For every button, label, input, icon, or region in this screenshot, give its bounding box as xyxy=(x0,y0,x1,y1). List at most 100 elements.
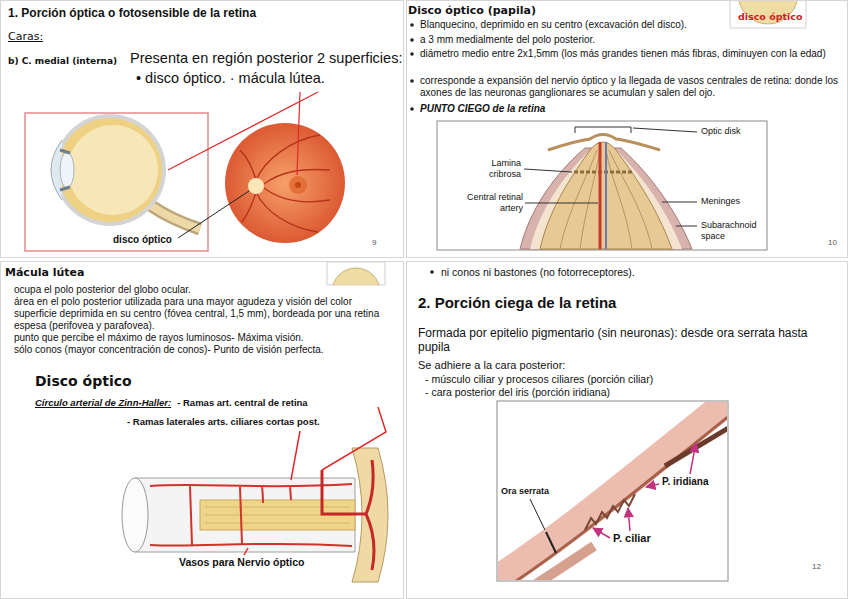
optic-nerve-section-illustration xyxy=(520,135,692,250)
bullet xyxy=(410,38,414,42)
eye-illustration xyxy=(58,118,162,222)
pointer-arrow xyxy=(628,508,630,531)
leader-line xyxy=(662,202,697,203)
leader-line xyxy=(530,499,556,553)
bullet xyxy=(410,52,414,56)
body-text: sólo conos (mayor concentración de conos… xyxy=(14,344,324,356)
optic-nerve-section-illustration xyxy=(574,171,634,174)
slide-heading: Disco óptico xyxy=(35,373,132,390)
figure-label: - Ramas laterales arts. ciliares cortas … xyxy=(127,416,320,427)
eye-illustration xyxy=(51,114,200,229)
body-text: - cara posterior del iris (porción iridi… xyxy=(425,386,610,399)
fundus-illustration xyxy=(225,123,345,243)
leader-line xyxy=(168,92,318,238)
page-number: 9 xyxy=(372,238,376,248)
leader-line xyxy=(291,431,300,480)
inset-thumbnail xyxy=(327,262,385,316)
slide-heading: Disco óptico (papila) xyxy=(408,4,536,17)
bullet-text: a 3 mm medialmente del polo posterior. xyxy=(420,34,595,46)
bullet-text: diámetro medio entre 2x1,5mm (los más gr… xyxy=(420,48,840,60)
eye-illustration xyxy=(60,150,70,190)
pointer-arrow xyxy=(593,528,610,538)
inset-thumbnail xyxy=(332,268,380,285)
emphasis-text: PUNTO CIEGO de la retina xyxy=(420,103,545,115)
optic-nerve-vessels-illustration xyxy=(322,460,374,570)
retina-section-illustration xyxy=(498,412,727,580)
leader-line xyxy=(575,127,631,133)
eye-illustration xyxy=(68,125,158,215)
figure-label: Optic disk xyxy=(700,126,742,137)
pointer-arrow xyxy=(646,484,659,487)
fundus-illustration xyxy=(295,182,301,188)
bullet xyxy=(410,79,414,83)
slide-title: 1. Porción óptica o fotosensible de la r… xyxy=(8,6,256,20)
leader-line xyxy=(244,407,386,555)
retina-section-illustration xyxy=(585,494,635,530)
body-text: punto que percibe el máximo de rayos lum… xyxy=(14,332,304,344)
inset-thumbnail xyxy=(730,0,806,28)
section-label: Caras: xyxy=(8,30,43,43)
figure-label: disco óptico xyxy=(112,234,173,246)
bullet-text: Blanquecino, deprimido en su centro (exc… xyxy=(420,19,687,31)
bullet xyxy=(410,23,434,274)
section-title: 2. Porción ciega de la retina xyxy=(418,294,616,312)
eye-illustration xyxy=(150,205,200,229)
figure-frame xyxy=(437,121,767,250)
body-text: • disco óptico. · mácula lútea. xyxy=(136,70,325,87)
fundus-illustration xyxy=(248,178,264,194)
page-number: 12 xyxy=(812,562,821,572)
optic-nerve-vessels-illustration xyxy=(122,448,388,582)
leader-line xyxy=(530,499,545,530)
optic-nerve-section-illustration xyxy=(540,142,672,249)
pointer-arrow xyxy=(593,443,696,538)
slide-heading: Mácula lútea xyxy=(5,266,85,279)
retina-section-illustration xyxy=(498,402,727,580)
pointer-arrow xyxy=(690,443,696,474)
body-text: superficie deprimida en su centro (fóvea… xyxy=(14,308,402,332)
body-text: Se adhiere a la cara posterior: xyxy=(418,359,565,372)
optic-nerve-vessels-illustration xyxy=(122,478,148,552)
bullet-text: corresponde a expansión del nervio óptic… xyxy=(420,75,840,99)
leader-line xyxy=(322,407,386,470)
figure-frame xyxy=(25,113,208,251)
leader-line xyxy=(524,127,697,226)
slide-panel: 1. Porción óptica o fotosensible de la r… xyxy=(0,0,404,258)
leader-line xyxy=(633,128,697,132)
bullet xyxy=(410,107,414,111)
figure-label: P. ciliar xyxy=(612,532,652,545)
bullet-text: ni conos ni bastones (no fotorreceptores… xyxy=(441,266,635,279)
bullet xyxy=(430,270,434,274)
eye-illustration xyxy=(150,205,200,229)
retina-section-illustration xyxy=(498,402,727,580)
leader-line xyxy=(546,532,556,553)
figure-label: Central retinal artery xyxy=(462,192,524,214)
leader-line xyxy=(524,169,572,172)
leader-line xyxy=(676,226,697,227)
inset-thumbnail xyxy=(332,268,380,285)
fundus-illustration xyxy=(240,135,330,232)
fundus-illustration xyxy=(225,123,345,243)
bullet xyxy=(410,23,414,27)
optic-nerve-section-illustration xyxy=(599,142,602,249)
body-text: - músculo ciliar y procesos ciliares (po… xyxy=(425,373,653,386)
inset-label: disco óptico xyxy=(738,11,802,22)
eye-illustration xyxy=(60,152,74,188)
body-text: Presenta en región posterior 2 superfici… xyxy=(130,50,402,67)
slide-panel: Mácula lúteaocupa el polo posterior del … xyxy=(0,261,404,599)
slide-panel: ni conos ni bastones (no fotorreceptores… xyxy=(406,261,848,599)
retina-section-illustration xyxy=(498,546,594,580)
leader-line xyxy=(168,92,318,170)
figure-frame xyxy=(25,113,208,251)
figure-label: Ora serrata xyxy=(500,486,550,497)
figure-label: Subarachnoid space xyxy=(700,220,764,242)
leader-line xyxy=(297,92,300,175)
figure-label: P. iridiana xyxy=(661,476,710,488)
optic-nerve-section-illustration xyxy=(548,135,660,151)
page-number: 10 xyxy=(828,238,837,248)
leader-line xyxy=(244,548,248,555)
figure-frame xyxy=(437,121,767,250)
subsection-label: b) C. medial (interna) xyxy=(8,56,117,67)
figure-label: Meninges xyxy=(700,196,741,207)
fundus-illustration xyxy=(289,176,307,194)
